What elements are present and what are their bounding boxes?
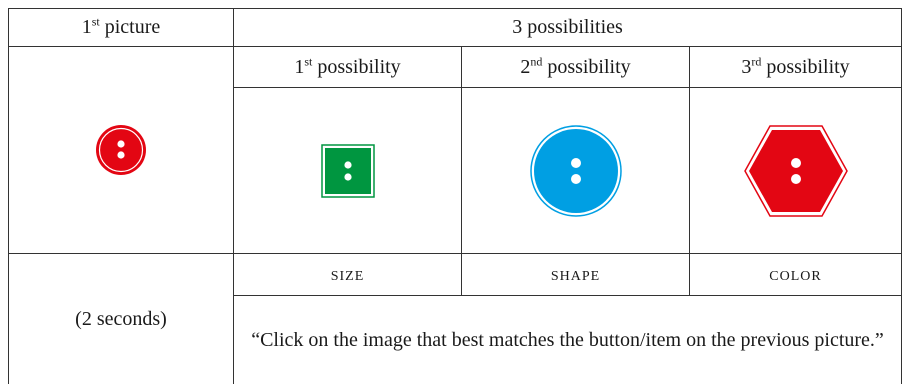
possibility-3-header: 3rd possibility: [688, 46, 903, 88]
color-label: COLOR: [688, 253, 903, 296]
possibility-3-image-cell[interactable]: [688, 87, 903, 254]
comparison-table-wrapper: 1st picture 3 possibilities 1st possibil…: [8, 8, 903, 385]
instruction-row: “Click on the image that best matches th…: [9, 295, 903, 384]
possibility-2-image-cell[interactable]: [461, 87, 690, 254]
possibility-2-header: 2nd possibility: [461, 46, 690, 88]
first-picture-header: 1st picture: [8, 8, 234, 47]
subheader-row: 1st possibility 2nd possibility 3rd poss…: [8, 46, 903, 254]
header-row: 1st picture 3 possibilities: [8, 8, 903, 47]
red-round-button-icon: [96, 125, 146, 175]
image-row: [9, 87, 903, 254]
original-picture-cell: [8, 46, 234, 254]
duration-cell: (2 seconds): [8, 253, 234, 384]
possibility-1-header: 1st possibility: [233, 46, 462, 88]
shape-label: SHAPE: [461, 253, 690, 296]
red-hexagon-button-icon[interactable]: [743, 124, 848, 217]
blue-round-button-icon[interactable]: [529, 124, 622, 217]
possibility-1-image-cell[interactable]: [233, 87, 462, 254]
label-row: (2 seconds) SIZE SHAPE COLOR: [8, 253, 903, 384]
instruction-text: “Click on the image that best matches th…: [232, 295, 903, 384]
comparison-table: 1st picture 3 possibilities 1st possibil…: [8, 8, 903, 384]
green-square-button-icon[interactable]: [320, 143, 375, 198]
size-label: SIZE: [233, 253, 462, 296]
possibilities-header: 3 possibilities: [232, 8, 903, 47]
